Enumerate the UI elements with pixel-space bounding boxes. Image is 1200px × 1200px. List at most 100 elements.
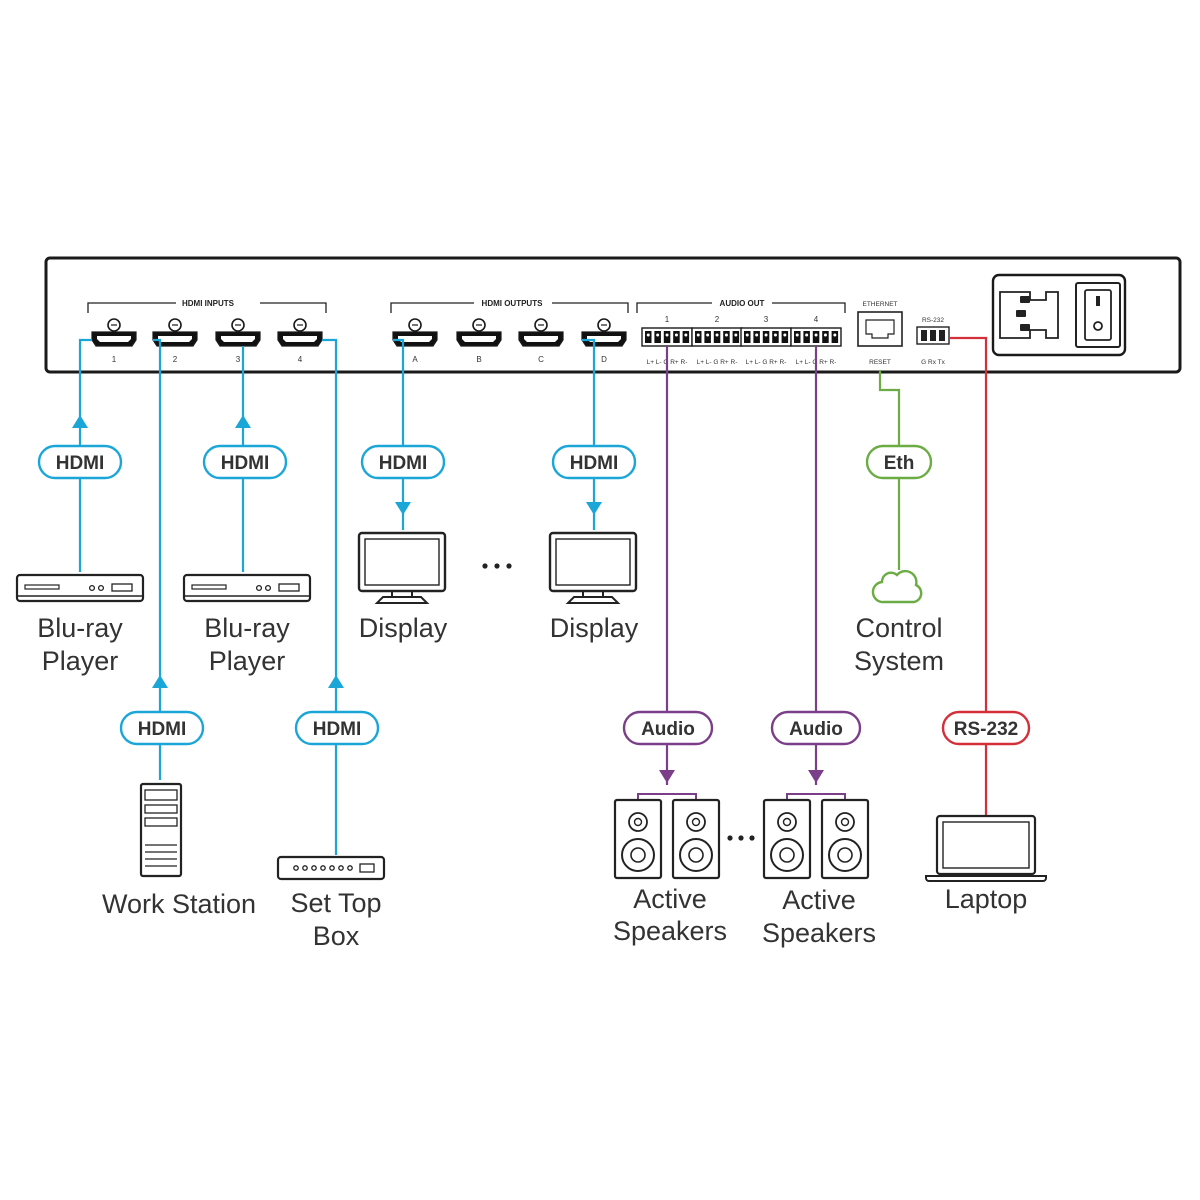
- label-laptop: Laptop: [945, 884, 1028, 914]
- cable-rs232: [949, 336, 988, 815]
- tag-hdmi-workstation-text: HDMI: [138, 719, 187, 740]
- active-speakers-2-icon: [762, 793, 870, 880]
- tag-audio-2-text: Audio: [789, 719, 843, 740]
- audio-pin-labels: L+ L- G R+ R-: [746, 359, 787, 366]
- arrow-down-audio-1-icon: [659, 770, 675, 783]
- arrow-up-settop-icon: [328, 675, 344, 688]
- hdmi-output-port-b-label: B: [476, 355, 481, 364]
- ethernet-port-group: ETHERNET RESET: [857, 301, 903, 366]
- hdmi-output-port-c[interactable]: C: [518, 318, 564, 364]
- ethernet-port[interactable]: [857, 311, 903, 347]
- tag-hdmi-display-2-text: HDMI: [570, 453, 619, 474]
- tag-hdmi-display-1: HDMI: [360, 444, 446, 480]
- hdmi-input-port-4[interactable]: 4: [277, 318, 323, 364]
- bluray-player-1-icon: [15, 573, 145, 603]
- audio-out-group: AUDIO OUT: [636, 298, 846, 313]
- audio-out-port-4[interactable]: 4L+ L- G R+ R-: [790, 315, 842, 366]
- hdmi-inputs-group: HDMI INPUTS: [87, 298, 327, 313]
- power-switch[interactable]: [1084, 289, 1112, 341]
- rs232-label: RS-232: [922, 317, 944, 324]
- arrow-up-bluray-2-icon: [235, 415, 251, 428]
- cloud-icon: [871, 569, 923, 604]
- label-display-1: Display: [359, 613, 448, 643]
- hdmi-input-port-2-label: 2: [173, 355, 178, 364]
- tag-hdmi-bluray-1: HDMI: [37, 444, 123, 480]
- hdmi-output-port-d-label: D: [601, 355, 607, 364]
- hdmi-outputs-group: HDMI OUTPUTS: [390, 298, 629, 313]
- arrow-up-workstation-icon: [152, 675, 168, 688]
- tag-eth-text: Eth: [884, 453, 915, 474]
- label-control-line1: Control: [855, 613, 942, 643]
- label-speakers-1-line1: Active: [633, 884, 707, 914]
- hdmi-inputs-label: HDMI INPUTS: [182, 299, 235, 308]
- ellipsis-speakers: [727, 835, 755, 841]
- arrow-down-display-2-icon: [586, 502, 602, 515]
- audio-port-number: 3: [764, 315, 769, 324]
- label-bluray-2-line1: Blu-ray: [204, 613, 290, 643]
- tag-hdmi-settop-text: HDMI: [313, 719, 362, 740]
- display-1-icon: [357, 531, 447, 604]
- tag-hdmi-settop: HDMI: [294, 710, 380, 746]
- bluray-player-2-icon: [182, 573, 312, 603]
- rs232-pins-label: G Rx Tx: [921, 359, 945, 366]
- audio-pin-labels: L+ L- G R+ R-: [697, 359, 738, 366]
- device-rear-panel: HDMI INPUTS HDMI OUTPUTS AUDIO OUT ETHER…: [44, 256, 1182, 374]
- rs232-port-group: RS-232 G Rx Tx: [916, 317, 950, 366]
- tag-hdmi-bluray-1-text: HDMI: [56, 453, 105, 474]
- tag-audio-1: Audio: [622, 710, 714, 746]
- laptop-icon: [925, 814, 1047, 882]
- cables-layer: [72, 336, 989, 855]
- tag-hdmi-bluray-2-text: HDMI: [221, 453, 270, 474]
- hdmi-output-port-b[interactable]: B: [456, 318, 502, 364]
- tag-hdmi-bluray-2: HDMI: [202, 444, 288, 480]
- workstation-icon: [139, 782, 183, 878]
- hdmi-output-port-a-label: A: [412, 355, 418, 364]
- hdmi-input-port-1-label: 1: [112, 355, 117, 364]
- tag-hdmi-display-1-text: HDMI: [379, 453, 428, 474]
- tag-audio-2: Audio: [770, 710, 862, 746]
- hdmi-input-port-1[interactable]: 1: [91, 318, 137, 364]
- cable-bluray-1: [78, 338, 92, 572]
- label-control-line2: System: [854, 646, 944, 676]
- cable-ethernet: [878, 370, 901, 570]
- display-2-icon: [548, 531, 638, 604]
- label-speakers-2-line2: Speakers: [762, 918, 876, 948]
- audio-port-number: 1: [665, 315, 670, 324]
- hdmi-outputs-label: HDMI OUTPUTS: [482, 299, 544, 308]
- tag-eth: Eth: [865, 444, 933, 480]
- label-speakers-2-line1: Active: [782, 885, 856, 915]
- audio-port-number: 2: [715, 315, 720, 324]
- arrow-up-bluray-1-icon: [72, 415, 88, 428]
- label-display-2: Display: [550, 613, 639, 643]
- label-speakers-1-line2: Speakers: [613, 916, 727, 946]
- audio-out-label: AUDIO OUT: [720, 299, 765, 308]
- label-workstation: Work Station: [102, 889, 256, 919]
- cable-settop: [322, 338, 338, 855]
- ethernet-label: ETHERNET: [862, 301, 897, 308]
- tag-audio-1-text: Audio: [641, 719, 695, 740]
- device-labels: Blu-ray Player Blu-ray Player Work Stati…: [37, 613, 1027, 951]
- audio-out-port-2[interactable]: 2 L+ L- G R+ R-: [691, 315, 743, 366]
- label-settop-line1: Set Top: [290, 888, 381, 918]
- set-top-box-icon: [276, 855, 386, 881]
- arrow-down-audio-2-icon: [808, 770, 824, 783]
- cable-workstation: [153, 338, 162, 780]
- audio-out-port-3[interactable]: 3 L+ L- G R+ R-: [740, 315, 792, 366]
- active-speakers-1-icon: [613, 793, 721, 880]
- arrow-down-display-1-icon: [395, 502, 411, 515]
- label-bluray-1-line2: Player: [42, 646, 119, 676]
- label-settop-line2: Box: [313, 921, 360, 951]
- tag-hdmi-display-2: HDMI: [551, 444, 637, 480]
- hdmi-input-port-3-label: 3: [236, 355, 241, 364]
- ellipsis-displays: [482, 563, 512, 569]
- tag-hdmi-workstation: HDMI: [119, 710, 205, 746]
- reset-label: RESET: [869, 359, 891, 366]
- hdmi-output-port-c-label: C: [538, 355, 544, 364]
- label-bluray-1-line1: Blu-ray: [37, 613, 123, 643]
- hdmi-input-port-3[interactable]: 3: [215, 318, 261, 364]
- label-bluray-2-line2: Player: [209, 646, 286, 676]
- power-module: [991, 273, 1127, 357]
- hdmi-input-port-4-label: 4: [298, 355, 303, 364]
